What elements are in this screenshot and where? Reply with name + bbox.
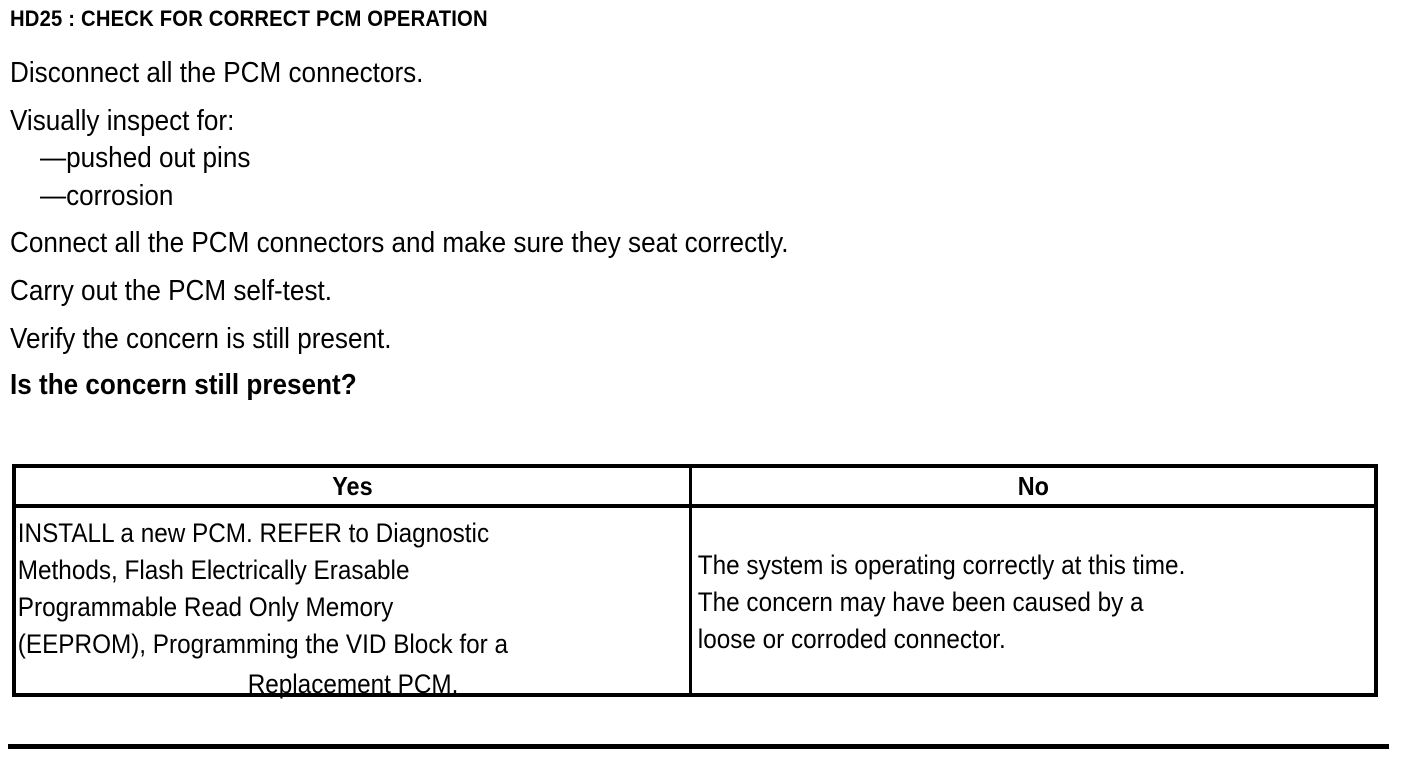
column-header-no: No [1017, 470, 1049, 501]
decision-table-cell-yes: INSTALL a new PCM. REFER to Diagnostic M… [16, 508, 692, 699]
procedure-question: Is the concern still present? [10, 369, 357, 401]
procedure-step-1: Disconnect all the PCM connectors. [10, 57, 424, 89]
procedure-step-2: Visually inspect for: [10, 105, 235, 137]
yes-action-text-last-line: Replacement PCM. [247, 669, 459, 699]
page-title: HD25 : CHECK FOR CORRECT PCM OPERATION [10, 6, 488, 31]
decision-table-header-cell-no: No [692, 468, 1374, 504]
no-action-text: The system is operating correctly at thi… [697, 549, 1186, 654]
procedure-step-4: Carry out the PCM self-test. [10, 275, 333, 307]
procedure-step-3: Connect all the PCM connectors and make … [10, 227, 789, 259]
procedure-step-bullet-corrosion: —corrosion [40, 180, 174, 212]
decision-table: Yes No INSTALL a new PCM. REFER to Diagn… [12, 464, 1378, 699]
decision-table-body-row: INSTALL a new PCM. REFER to Diagnostic M… [16, 508, 1374, 699]
yes-action-text: INSTALL a new PCM. REFER to Diagnostic M… [17, 518, 508, 659]
column-header-yes: Yes [332, 470, 373, 501]
decision-table-header-row: Yes No [16, 468, 1374, 508]
procedure-step-5: Verify the concern is still present. [10, 323, 392, 355]
procedure-step-bullet-pushed-out-pins: —pushed out pins [40, 142, 251, 174]
page-footer-rule [8, 744, 1389, 749]
decision-table-header-cell-yes: Yes [16, 468, 692, 504]
decision-table-cell-no: The system is operating correctly at thi… [692, 508, 1374, 693]
